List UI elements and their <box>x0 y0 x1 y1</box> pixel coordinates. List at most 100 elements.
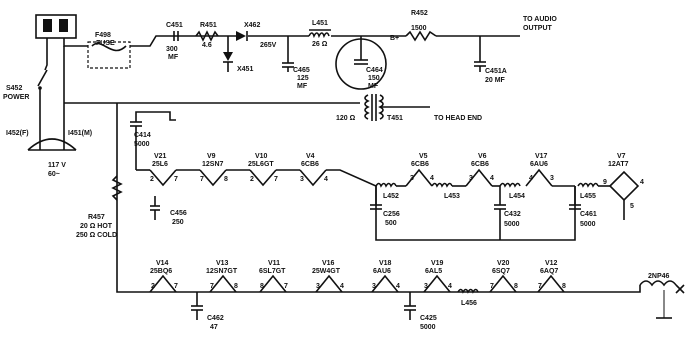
v7-pin4: 4 <box>640 179 644 186</box>
v21-type: 25L6 <box>152 161 168 168</box>
lamp-ref-right: I451(M) <box>68 130 92 137</box>
v9-ref: V9 <box>207 153 216 160</box>
c461-value: 5000 <box>580 221 596 228</box>
v4-pin1: 3 <box>300 176 304 183</box>
v17-ref: V17 <box>535 153 548 160</box>
wire-supply-main <box>130 35 236 47</box>
c462-ref: C462 <box>207 315 224 322</box>
c414-value: 5000 <box>134 141 150 148</box>
c451-capacitor <box>173 31 179 41</box>
power-plug <box>35 14 77 39</box>
x451-rectifier <box>223 52 233 63</box>
v21-pin2: 7 <box>174 176 178 183</box>
r451-resistor <box>195 30 219 42</box>
c451a-capacitor <box>474 61 486 72</box>
v5-type: 6CB6 <box>411 161 429 168</box>
v7-type: 12AT7 <box>608 161 629 168</box>
c464-value: 150 <box>368 75 380 82</box>
v5-pin2: 4 <box>430 175 434 182</box>
v18-pin2: 4 <box>396 283 400 290</box>
v14-pin2: 7 <box>174 283 178 290</box>
x462-ref: X462 <box>244 22 260 29</box>
fuse-name: FUSE <box>96 40 115 47</box>
v13-type: 12SN7GT <box>206 268 238 275</box>
l452-ref: L452 <box>383 193 399 200</box>
c414-ref: C414 <box>134 132 151 139</box>
r457-value-hot: 20 Ω HOT <box>80 223 113 230</box>
r452-value: 1500 <box>411 25 427 32</box>
audio-label-2: OUTPUT <box>523 25 553 32</box>
v6-ref: V6 <box>478 153 487 160</box>
r457-value-cold: 250 Ω COLD <box>76 232 117 239</box>
v7-ref: V7 <box>617 153 626 160</box>
c461-ref: C461 <box>580 211 597 218</box>
v21-pin1: 2 <box>150 176 154 183</box>
v13-ref: V13 <box>216 260 229 267</box>
c425-value: 5000 <box>420 324 436 331</box>
l455-choke <box>577 182 599 188</box>
c256-ref: C256 <box>383 211 400 218</box>
v21-ref: V21 <box>154 153 167 160</box>
c464-ref: C464 <box>366 67 383 74</box>
v18-pin1: 3 <box>372 283 376 290</box>
c456-capacitor <box>150 196 160 220</box>
l452-choke <box>375 182 397 188</box>
v12-pin2: 8 <box>562 283 566 290</box>
v17-type: 6AU6 <box>530 161 548 168</box>
l456-choke <box>457 288 479 294</box>
pilot-lamp <box>27 137 77 151</box>
c465-unit: MF <box>297 83 308 90</box>
v17-tube <box>525 168 553 187</box>
v13-pin2: 8 <box>234 283 238 290</box>
c256-capacitor <box>370 186 382 210</box>
c451-value: 300 <box>166 46 178 53</box>
v19-ref: V19 <box>431 260 444 267</box>
c425-capacitor <box>404 292 416 320</box>
v14-type: 25BQ6 <box>150 268 172 275</box>
v9-tube <box>199 169 227 187</box>
v18-tube <box>371 274 399 293</box>
v11-ref: V11 <box>268 260 280 267</box>
c456-ref: C456 <box>170 210 187 217</box>
v5-pin1: 3 <box>410 175 414 182</box>
t451-dest: TO HEAD END <box>434 115 482 122</box>
v17-pin2: 3 <box>550 175 554 182</box>
l451-value: 26 Ω <box>312 41 328 48</box>
v4-type: 6CB6 <box>301 161 319 168</box>
v12-ref: V12 <box>545 260 558 267</box>
v6-tube <box>465 168 493 187</box>
c465-capacitor <box>282 62 294 72</box>
c432-ref: C432 <box>504 211 521 218</box>
v20-pin2: 8 <box>514 283 518 290</box>
fuse <box>87 41 131 69</box>
v6-type: 6CB6 <box>471 161 489 168</box>
v19-pin1: 3 <box>424 283 428 290</box>
c461-capacitor <box>569 186 581 210</box>
wire-plug-right <box>63 38 88 47</box>
v10-tube <box>249 169 277 187</box>
c456-value: 250 <box>172 219 184 226</box>
rp46-connector <box>639 280 685 319</box>
audio-label-1: TO AUDIO <box>523 16 557 23</box>
v6-pin2: 4 <box>490 175 494 182</box>
v10-pin2: 7 <box>274 176 278 183</box>
v10-type: 25L6GT <box>248 161 274 168</box>
v12-pin1: 7 <box>538 283 542 290</box>
x462-rectifier <box>236 31 248 41</box>
v6-pin1: 3 <box>469 175 473 182</box>
v14-tube <box>149 274 177 293</box>
l455-ref: L455 <box>580 193 596 200</box>
v16-pin2: 4 <box>340 283 344 290</box>
c432-value: 5000 <box>504 221 520 228</box>
r451-value: 4.6 <box>202 42 212 49</box>
r452-resistor <box>405 30 437 42</box>
c432-capacitor <box>494 186 506 240</box>
c414-capacitor <box>130 111 176 170</box>
v16-ref: V16 <box>322 260 335 267</box>
v11-tube <box>259 274 287 293</box>
v14-pin1: 2 <box>151 283 155 290</box>
v19-type: 6AL5 <box>425 268 442 275</box>
c465-ref: C465 <box>293 67 310 74</box>
r457-ref: R457 <box>88 214 105 221</box>
